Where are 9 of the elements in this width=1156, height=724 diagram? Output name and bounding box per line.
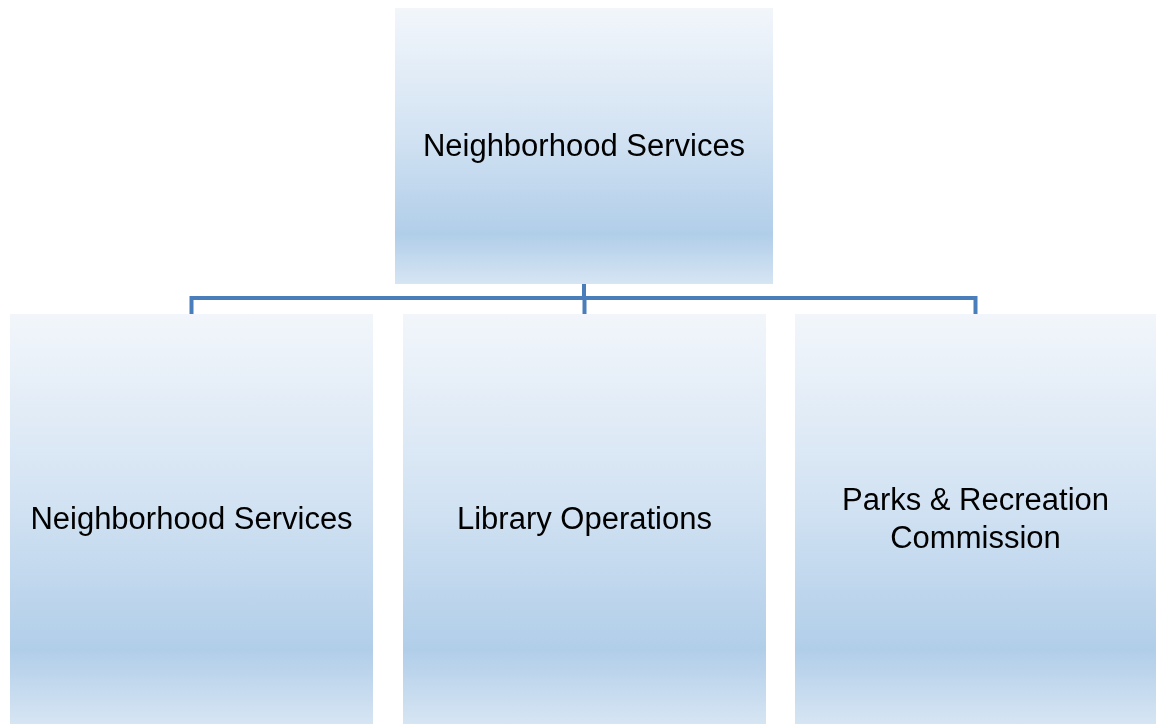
- org-box: [395, 8, 773, 284]
- box-label: Neighborhood Services: [30, 500, 353, 538]
- org-box: [795, 314, 1156, 724]
- connector-line: [582, 284, 978, 314]
- box-label: Parks & Recreation Commission: [840, 481, 1111, 557]
- box-label: Neighborhood Services: [422, 127, 746, 165]
- org-box: [403, 314, 766, 724]
- org-box: [10, 314, 373, 724]
- box-label: Library Operations: [457, 500, 712, 538]
